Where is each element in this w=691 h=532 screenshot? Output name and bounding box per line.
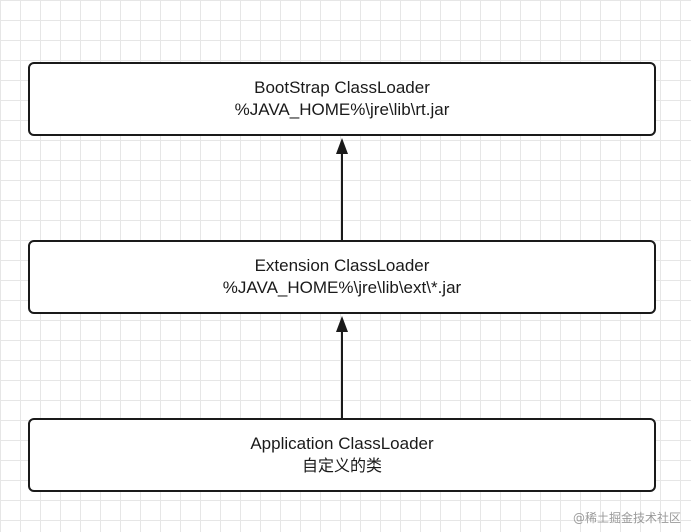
arrow-extension-to-bootstrap: [336, 138, 348, 240]
extension-classloader-path: %JAVA_HOME%\jre\lib\ext\*.jar: [222, 278, 462, 297]
watermark-text: @稀土掘金技术社区: [572, 511, 681, 525]
extension-classloader-node: Extension ClassLoader %JAVA_HOME%\jre\li…: [28, 240, 656, 314]
bootstrap-classloader-node: BootStrap ClassLoader %JAVA_HOME%\jre\li…: [28, 62, 656, 136]
extension-classloader-title: Extension ClassLoader: [254, 256, 430, 275]
bootstrap-classloader-path: %JAVA_HOME%\jre\lib\rt.jar: [234, 100, 450, 119]
bootstrap-classloader-title: BootStrap ClassLoader: [254, 78, 430, 97]
application-classloader-title: Application ClassLoader: [250, 434, 434, 453]
application-classloader-node: Application ClassLoader 自定义的类: [28, 418, 656, 492]
application-classloader-desc: 自定义的类: [301, 456, 382, 475]
arrow-application-to-extension: [336, 316, 348, 418]
